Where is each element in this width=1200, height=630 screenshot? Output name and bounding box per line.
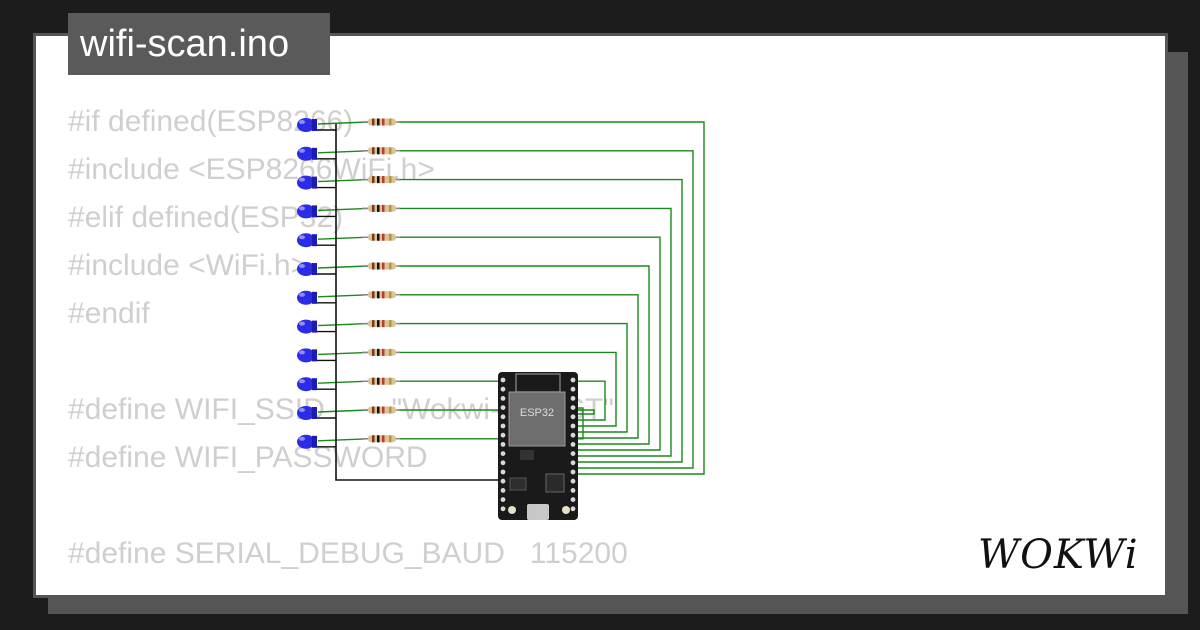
signal-wire xyxy=(398,178,683,463)
ground-wires xyxy=(316,124,500,481)
pin xyxy=(570,469,576,475)
pin xyxy=(570,451,576,456)
led-wire xyxy=(317,294,369,298)
resistor xyxy=(362,118,400,126)
ground-bus xyxy=(335,124,500,481)
led xyxy=(297,233,317,248)
resistor xyxy=(362,176,400,184)
pin xyxy=(500,386,506,392)
resistor xyxy=(362,147,400,155)
signal-wire xyxy=(398,265,650,445)
resistor xyxy=(362,204,400,212)
led-wire xyxy=(317,380,369,384)
pin xyxy=(500,478,506,484)
led-wire xyxy=(317,265,369,269)
led-wire xyxy=(317,207,369,212)
pin xyxy=(500,414,506,420)
esp32-board[interactable]: ESP32 xyxy=(498,372,578,520)
led-wire xyxy=(317,351,369,356)
led xyxy=(297,406,317,420)
pin xyxy=(570,423,576,429)
pin xyxy=(570,497,576,502)
pin xyxy=(500,405,506,410)
pin xyxy=(570,414,576,420)
pin xyxy=(500,432,506,438)
wokwi-logo: WOKWi xyxy=(978,532,1139,576)
resistor xyxy=(362,377,400,385)
led-wire xyxy=(317,236,369,240)
pin xyxy=(570,478,576,484)
resistor xyxy=(362,435,400,443)
resistor xyxy=(362,320,400,328)
boot-button[interactable] xyxy=(562,506,570,514)
pin xyxy=(570,506,576,512)
logo-text: WOKWi xyxy=(978,532,1139,576)
project-title: wifi-scan.ino xyxy=(68,13,330,75)
pin xyxy=(500,377,506,383)
led-wire xyxy=(317,178,369,183)
led xyxy=(297,146,317,161)
led-wire xyxy=(317,150,369,154)
pin-header-left xyxy=(500,377,506,512)
pin xyxy=(500,396,506,401)
pin xyxy=(570,377,576,383)
signal-wire xyxy=(398,409,595,415)
signal-wire xyxy=(398,351,617,427)
led-wire xyxy=(317,121,369,125)
resistor xyxy=(362,262,400,270)
led xyxy=(297,434,317,449)
code-line: #define SERIAL_DEBUG_BAUD 115200 xyxy=(68,537,628,570)
resistor xyxy=(362,406,400,414)
led-wire xyxy=(317,409,369,413)
pin xyxy=(570,386,576,392)
signal-wire xyxy=(398,322,628,433)
pin xyxy=(500,460,506,466)
signal-wire xyxy=(398,407,584,440)
signal-wire xyxy=(398,207,672,457)
resistor xyxy=(362,291,400,299)
pin xyxy=(570,396,576,401)
pin-header-right xyxy=(570,377,576,512)
pin xyxy=(500,442,506,447)
chip-label: ESP32 xyxy=(520,407,554,419)
signal-wire xyxy=(398,150,694,469)
led xyxy=(297,319,317,334)
signal-wires xyxy=(317,121,705,475)
led xyxy=(297,262,317,276)
pin xyxy=(500,488,506,493)
led xyxy=(297,377,317,392)
pin xyxy=(570,432,576,438)
signal-wire xyxy=(398,121,705,475)
resistor xyxy=(362,348,400,356)
pin xyxy=(570,460,576,466)
led xyxy=(297,175,317,190)
resistor xyxy=(362,233,400,241)
led-wire xyxy=(317,438,369,442)
code-line: #endif xyxy=(68,297,150,330)
led xyxy=(297,204,317,219)
led xyxy=(297,118,317,132)
en-button[interactable] xyxy=(508,506,516,514)
signal-wire xyxy=(398,236,661,451)
pin xyxy=(570,405,576,410)
led xyxy=(297,290,317,305)
pin xyxy=(500,506,506,512)
pin xyxy=(570,442,576,447)
code-line: #include <WiFi.h> xyxy=(68,249,309,282)
pin xyxy=(500,469,506,475)
pin xyxy=(500,497,506,502)
signal-wire xyxy=(398,294,639,439)
led xyxy=(297,348,317,363)
components xyxy=(297,118,400,449)
pin xyxy=(570,488,576,493)
pin xyxy=(500,451,506,456)
pin xyxy=(500,423,506,429)
led-wire xyxy=(317,322,369,327)
usb-port xyxy=(527,504,549,520)
preview-card xyxy=(33,33,1168,598)
